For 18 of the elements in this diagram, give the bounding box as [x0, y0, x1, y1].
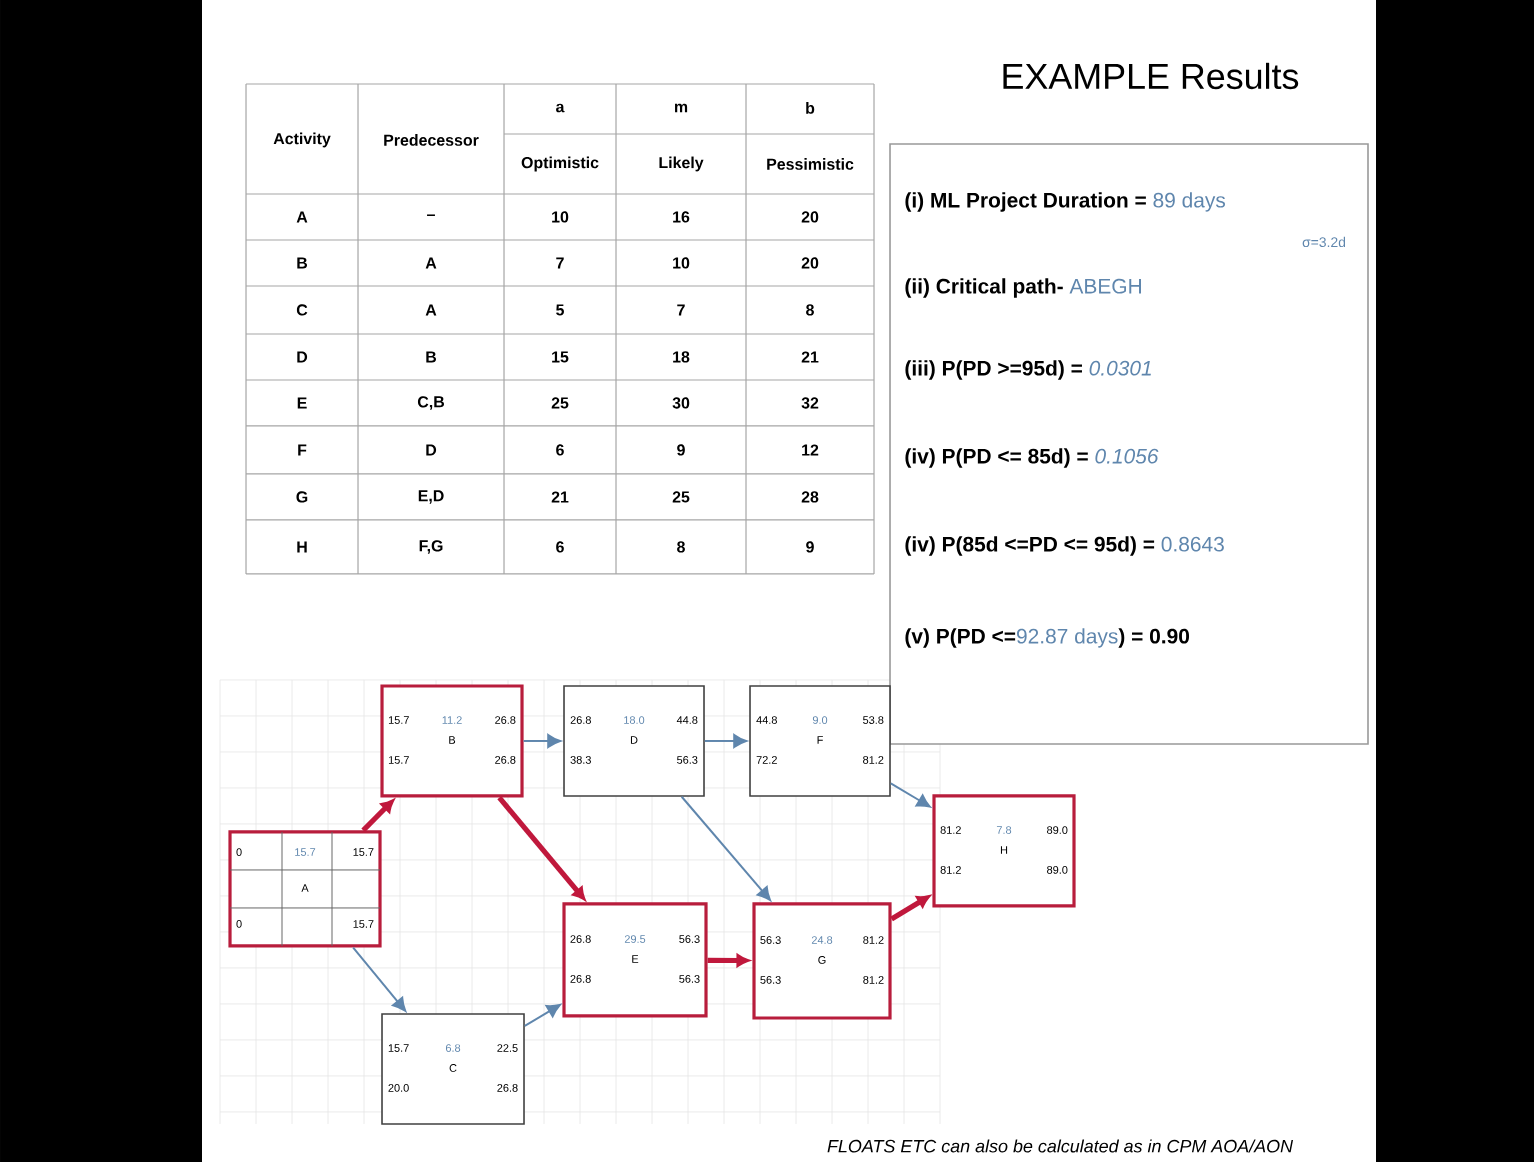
- title: EXAMPLE Results: [1003, 62, 1299, 90]
- arrow: [680, 795, 771, 901]
- result-line: (i) ML Project Duration = 89 days: [905, 192, 1226, 212]
- result-line: (iv) P(85d <=PD <= 95d) = 0.8643: [905, 536, 1224, 556]
- arrow: [522, 734, 562, 748]
- arrow: [523, 1004, 561, 1027]
- result-line: (iv) P(PD <= 85d) = 0.1056: [905, 448, 1159, 468]
- arrow: [361, 799, 394, 833]
- arrow: [707, 954, 749, 967]
- result-line: (v) P(PD <=92.87 days) = 0.90: [905, 628, 1190, 648]
- arrow: [497, 795, 586, 901]
- result-line: (ii) Critical path- ABEGH: [905, 278, 1141, 298]
- result-line: (iii) P(PD >=95d) = 0.0301: [905, 360, 1151, 380]
- arrow: [703, 734, 748, 748]
- arrow: [889, 782, 931, 808]
- footnote: FLOATS ETC can also be calculated as in CPM AOA/AON: [827, 1139, 1294, 1153]
- arrow: [352, 946, 407, 1012]
- arrow: [890, 895, 930, 922]
